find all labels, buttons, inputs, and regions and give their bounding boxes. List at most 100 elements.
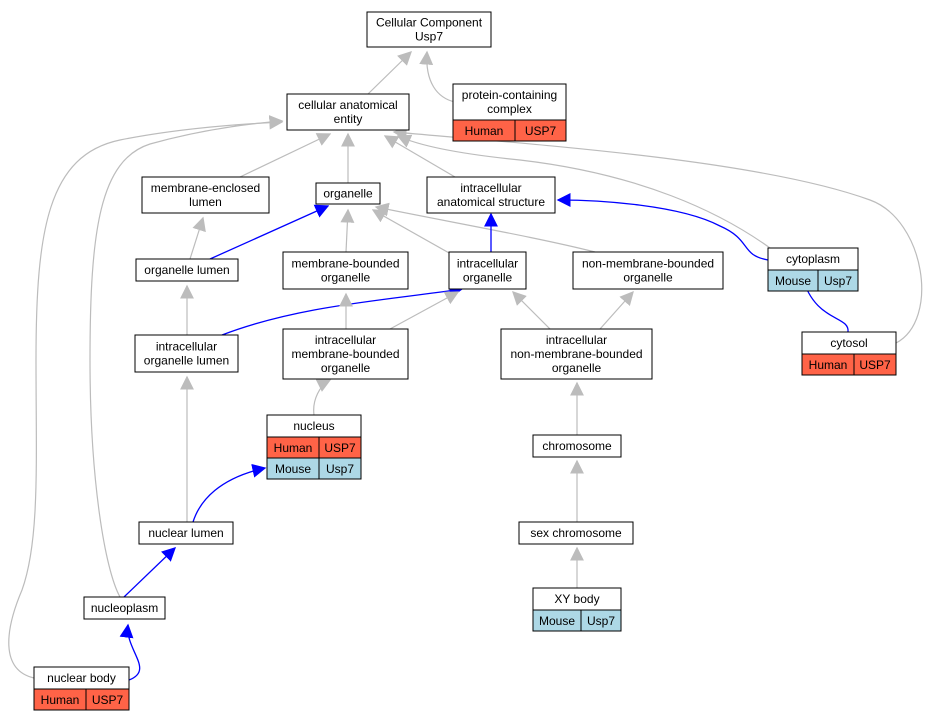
node-label: cytosol [830,336,867,350]
node-box [452,83,567,121]
gene-label: USP7 [324,441,356,455]
node-nucleoplasm[interactable]: nucleoplasm [83,596,166,620]
edge-cytoplasm-to-cae [396,134,771,249]
edge-mbo-to-organelle [340,208,355,253]
gene-label: USP7 [525,124,557,138]
node-label: entity [334,112,363,126]
node-label: XY body [554,592,599,606]
node-label: organelle [321,271,371,285]
gene-label: Usp7 [587,614,615,628]
node-box [315,182,381,205]
node-label: organelle [552,361,602,375]
edge-cae-to-root [367,51,413,95]
species-label: Mouse [775,274,811,288]
edge-nuclear-body-to-nucleoplasm [119,623,141,681]
node-label: Cellular Component [376,16,483,30]
node-label: non-membrane-bounded [582,257,714,271]
node-label: sex chromosome [530,526,622,540]
gene-label: USP7 [859,358,891,372]
node-box [141,176,270,214]
node-box [532,434,622,458]
edge-nmbo-to-organelle [374,202,596,253]
species-label: Human [274,441,313,455]
node-box [138,521,234,545]
edge-io-to-organelle [371,209,459,259]
node-box [500,328,653,380]
edge-ias-to-cae [383,135,456,178]
gene-cell [580,609,622,632]
edge-cytosol-to-cae [392,126,923,344]
edge-cytoplasm-to-ias [556,193,769,261]
species-label: Mouse [275,462,311,476]
node-label: membrane-bounded [291,257,399,271]
edge-pcc-to-root [419,50,456,103]
node-ol[interactable]: organelle lumen [135,258,239,282]
node-organelle[interactable]: organelle [315,182,381,205]
edge-nuclear-lumen-to-nucleus [192,463,267,523]
gene-label: Usp7 [824,274,852,288]
gene-cell [514,119,567,142]
edge-nuclear-body-to-cae [8,115,284,679]
node-label: intracellular [457,257,518,271]
node-label: cytoplasm [786,252,840,266]
node-label: non-membrane-bounded [510,347,642,361]
gene-label: USP7 [92,693,124,707]
node-inmbo[interactable]: intracellularnon-membrane-boundedorganel… [500,328,653,380]
node-label: nuclear body [47,671,116,685]
node-nuclear-lumen[interactable]: nuclear lumen [138,521,234,545]
annotation-row-human: Human USP7 [266,436,362,459]
node-label: organelle [623,271,673,285]
annotation-row-mouse: Mouse Usp7 [767,269,859,292]
species-label: Human [41,693,80,707]
node-box [448,251,527,290]
node-label: anatomical structure [437,195,545,209]
edge-ol-to-organelle [209,204,330,260]
node-sex-chromosome[interactable]: sex chromosome [518,521,634,545]
node-box [426,176,556,214]
node-label: intracellular [460,181,521,195]
species-label: Mouse [539,614,575,628]
node-box [282,328,409,380]
node-label: organelle lumen [144,263,229,277]
gene-cell [318,457,362,480]
node-box [366,11,492,48]
node-box [282,251,409,290]
species-label: Human [465,124,504,138]
annotation-row-mouse: Mouse Usp7 [266,457,362,480]
node-label: nuclear lumen [148,526,223,540]
node-label: membrane-bounded [291,347,399,361]
node-label: chromosome [542,439,612,453]
node-label: nucleoplasm [91,601,158,615]
node-label: intracellular [546,333,607,347]
node-label: intracellular [156,340,217,354]
node-label: intracellular [315,333,376,347]
node-chromosome[interactable]: chromosome [532,434,622,458]
node-label: organelle [463,271,513,285]
node-box [83,596,166,620]
node-box [572,251,724,290]
gene-cell [817,269,859,292]
edge-nucleoplasm-to-cae [89,115,284,598]
node-box [135,258,239,282]
node-box [518,521,634,545]
node-label: nucleus [293,419,334,433]
gene-label: Usp7 [326,462,354,476]
